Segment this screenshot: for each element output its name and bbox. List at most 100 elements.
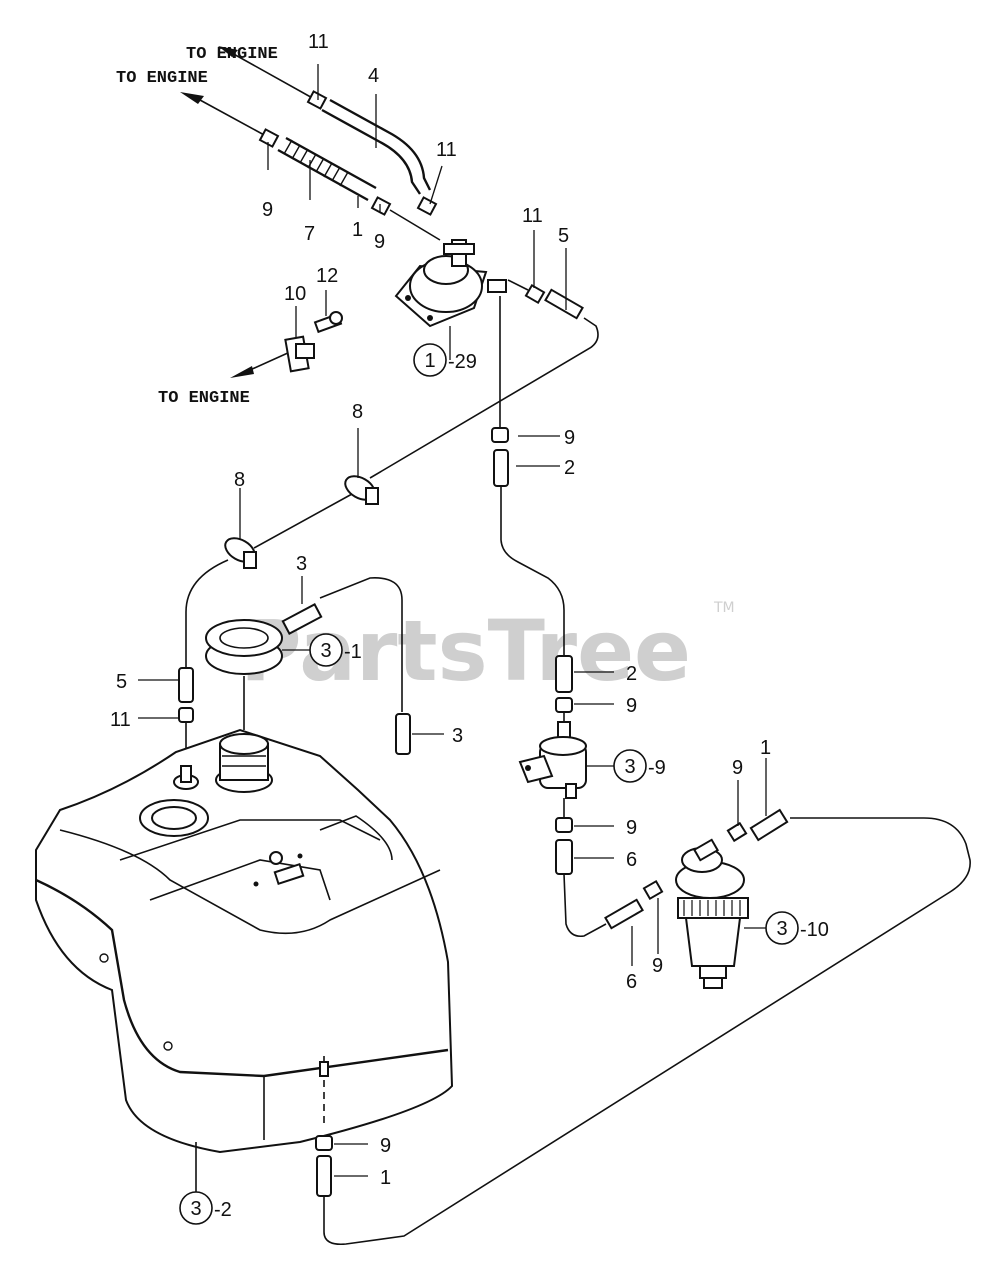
- hose-1-tank: [316, 1155, 332, 1197]
- part-label: 6: [626, 849, 637, 871]
- clip-9-lower: [555, 697, 573, 713]
- return-line-segment: [253, 493, 353, 549]
- part-label: 11: [522, 205, 543, 227]
- bracket-10: [284, 335, 315, 373]
- tank-to-strainer-line: [323, 817, 971, 1246]
- callout-pump-filter: 3 -9: [613, 749, 666, 783]
- clamp-8-lower: [224, 537, 257, 569]
- leader-lines: [138, 64, 767, 1177]
- fuel-tank: [35, 728, 454, 1154]
- pump-to-filter-line: [500, 486, 565, 656]
- tank-outlet-nipple: [319, 1061, 329, 1077]
- clip-11-pump: [416, 196, 438, 216]
- clip-9-mid: [491, 427, 509, 443]
- part-label: 4: [368, 65, 379, 87]
- part-label: 9: [380, 1135, 391, 1157]
- return-hose-4: [321, 98, 432, 195]
- callout-fuel-tank: 3 -2: [179, 1191, 232, 1225]
- part-label: 8: [234, 469, 245, 491]
- part-label: 10: [284, 283, 306, 305]
- clip-9-tank: [315, 1135, 333, 1151]
- clip-11-left: [178, 707, 194, 723]
- tank-return-nipple: [173, 765, 199, 790]
- clip-9-strainer-inlet: [642, 879, 664, 901]
- part-label: 9: [626, 817, 637, 839]
- hose-2-lower: [555, 655, 573, 693]
- to-engine-arrow-top: TO ENGINE: [116, 69, 267, 137]
- callout-fuel-strainer-ref: 3: [776, 918, 787, 940]
- part-label: 5: [558, 225, 569, 247]
- part-label: 11: [436, 139, 457, 161]
- part-label: 2: [564, 457, 575, 479]
- callout-pump-filter-ref: 3: [624, 756, 635, 778]
- clip-9-filter: [555, 817, 573, 833]
- callout-fuel-tank-index: -2: [214, 1199, 232, 1221]
- tank-gauge-port: [139, 799, 209, 837]
- callout-fuel-pump: 1 -29: [413, 343, 477, 377]
- part-label: 9: [374, 231, 385, 253]
- pump-return-link: [507, 279, 529, 291]
- part-label: 1: [760, 737, 771, 759]
- part-label: 1: [352, 219, 363, 241]
- filter-to-strainer-line: [563, 873, 607, 938]
- part-label: 9: [652, 955, 663, 977]
- return-line-into-tank: [185, 559, 229, 668]
- part-label: 1: [380, 1167, 391, 1189]
- hose-6-right: [555, 839, 573, 875]
- clamp-8-upper: [344, 475, 379, 505]
- to-engine-arrow-left: TO ENGINE: [158, 351, 291, 408]
- callout-fuel-strainer-index: -10: [800, 919, 829, 941]
- callout-fuel-tank-ref: 3: [190, 1198, 201, 1220]
- to-engine-label-upper: TO ENGINE: [186, 45, 278, 64]
- part-label: 5: [116, 671, 127, 693]
- clip-9-right: [370, 196, 392, 216]
- fuel-strainer: [675, 838, 749, 989]
- hose-1-strainer: [749, 808, 789, 842]
- to-engine-label-left: TO ENGINE: [158, 389, 250, 408]
- part-label: 11: [308, 31, 329, 53]
- tank-filler-neck: [215, 733, 273, 793]
- return-line-to-tank: [369, 317, 599, 479]
- callout-filler-neck-ref: 3: [320, 640, 331, 662]
- clip-11-top: [306, 90, 328, 110]
- hose-6-lower: [604, 898, 644, 930]
- part-label: 2: [626, 663, 637, 685]
- fuel-pump: [394, 239, 507, 328]
- callout-fuel-pump-ref: 1: [424, 350, 435, 372]
- part-label: 9: [626, 695, 637, 717]
- part-label: 7: [304, 223, 315, 245]
- vent-hose-3-lower: [395, 713, 411, 755]
- callout-fuel-strainer: 3 -10: [765, 911, 829, 945]
- vent-line: [319, 577, 403, 712]
- part-label: 3: [296, 553, 307, 575]
- part-label: 9: [564, 427, 575, 449]
- corrugated-hose-7: [277, 136, 377, 202]
- to-engine-label-top: TO ENGINE: [116, 69, 208, 88]
- filler-neck-ring: [205, 619, 283, 675]
- to-engine-arrow-upper: TO ENGINE: [186, 45, 317, 101]
- part-label: 3: [452, 725, 463, 747]
- callout-pump-filter-index: -9: [648, 757, 666, 779]
- watermark-trademark: TM: [713, 600, 735, 616]
- part-label: 9: [732, 757, 743, 779]
- hose-5-top: [544, 288, 584, 320]
- clip-9-left: [258, 128, 280, 148]
- hose-5-left: [178, 667, 194, 703]
- part-label: 6: [626, 971, 637, 993]
- hose-2-mid: [493, 449, 509, 487]
- clip-11-right: [524, 283, 546, 305]
- vent-hose-3-upper: [281, 603, 323, 635]
- callout-filler-neck: 3 -1: [309, 633, 362, 667]
- pump-filter-body: [518, 721, 587, 799]
- callout-fuel-pump-index: -29: [448, 351, 477, 373]
- callout-filler-neck-index: -1: [344, 641, 362, 663]
- part-label: 9: [262, 199, 273, 221]
- part-label: 8: [352, 401, 363, 423]
- bolt-12: [313, 311, 343, 334]
- part-label: 11: [110, 709, 131, 731]
- clip-9-strainer-outlet: [726, 821, 748, 843]
- part-label: 12: [316, 265, 338, 287]
- feed-line-to-pump: [389, 209, 441, 241]
